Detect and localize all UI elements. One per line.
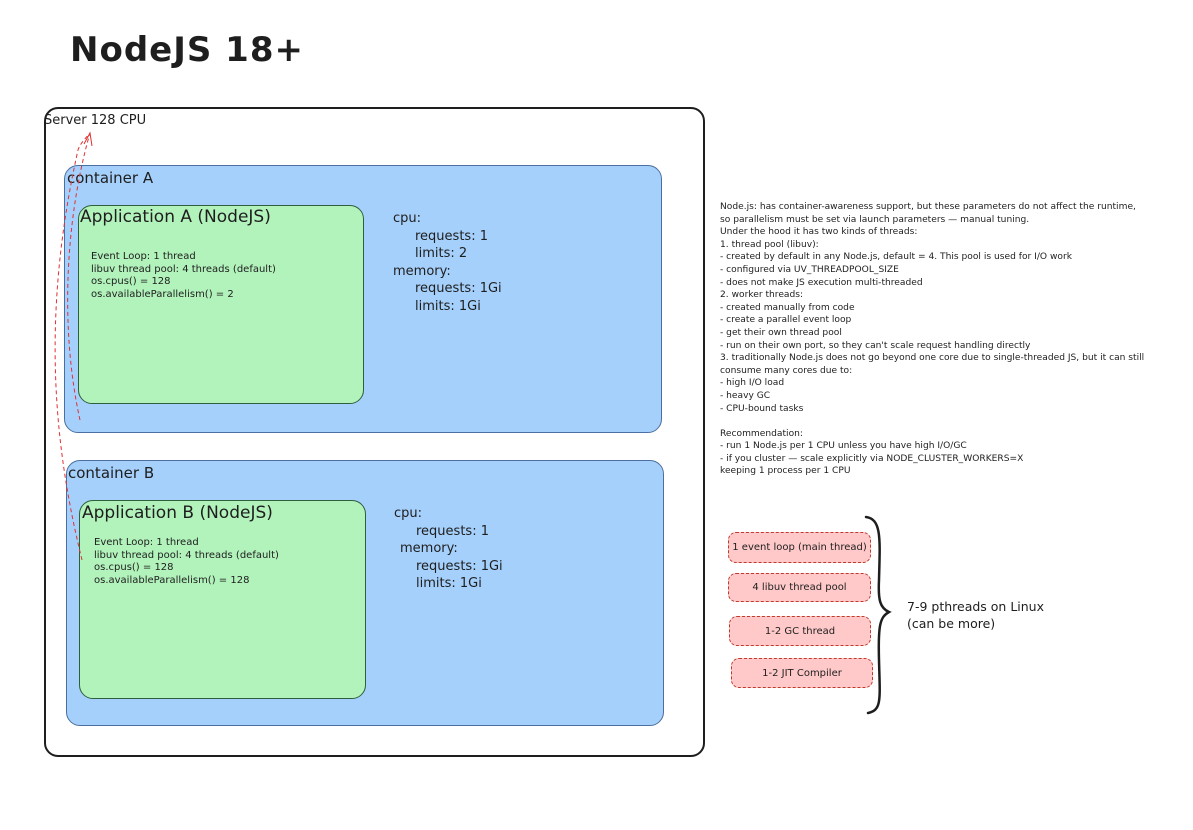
server-label: Server 128 CPU [44, 113, 147, 128]
pthreads-label: 7-9 pthreads on Linux (can be more) [907, 598, 1044, 632]
container-b-resources: cpu: requests: 1 memory: requests: 1Gi l… [394, 505, 503, 593]
page-title: NodeJS 18+ [70, 30, 304, 70]
thread-jit-compiler: 1-2 JIT Compiler [731, 658, 873, 688]
notes-line: - CPU-bound tasks [720, 403, 804, 414]
memory-label: memory: [400, 541, 458, 556]
container-a-resources: cpu: requests: 1 limits: 2 memory: reque… [393, 210, 502, 315]
notes-line: - run 1 Node.js per 1 CPU unless you hav… [720, 441, 967, 452]
container-a-label: container A [67, 169, 154, 187]
memory-limits: limits: 1Gi [416, 576, 482, 591]
thread-gc: 1-2 GC thread [729, 616, 871, 646]
application-b-details: Event Loop: 1 thread libuv thread pool: … [94, 537, 279, 587]
memory-requests: requests: 1Gi [415, 281, 502, 296]
notes-line: - if you cluster — scale explicitly via … [720, 453, 1024, 464]
notes-line: 3. traditionally Node.js does not go bey… [720, 353, 1145, 364]
memory-label: memory: [393, 263, 451, 279]
notes-line: - created by default in any Node.js, def… [720, 252, 1072, 263]
container-b-label: container B [68, 464, 155, 482]
notes-line: - configured via UV_THREADPOOL_SIZE [720, 264, 899, 275]
notes-text: Node.js: has container-awareness support… [720, 201, 1186, 478]
notes-line: so parallelism must be set via launch pa… [720, 214, 1030, 225]
app-a-libuv-pool: libuv thread pool: 4 threads (default) [91, 263, 276, 275]
notes-line: - heavy GC [720, 390, 771, 401]
cpu-label: cpu: [394, 506, 423, 521]
notes-line: Under the hood it has two kinds of threa… [720, 227, 918, 238]
notes-line: - run on their own port, so they can't s… [720, 340, 1031, 351]
pthreads-label-line2: (can be more) [907, 616, 996, 631]
app-b-event-loop: Event Loop: 1 thread [94, 537, 199, 548]
application-a-title: Application A (NodeJS) [80, 207, 271, 227]
notes-line: 1. thread pool (libuv): [720, 239, 819, 250]
app-b-available-parallelism: os.availableParallelism() = 128 [94, 574, 250, 586]
memory-limits: limits: 1Gi [415, 298, 481, 314]
cpu-requests: requests: 1 [416, 523, 489, 539]
notes-line: - does not make JS execution multi-threa… [720, 277, 923, 288]
cpu-limits: limits: 2 [415, 246, 468, 261]
notes-line: Recommendation: [720, 428, 803, 439]
app-b-os-cpus: os.cpus() = 128 [94, 562, 174, 573]
notes-line: consume many cores due to: [720, 365, 853, 376]
server-box [44, 107, 705, 757]
notes-line: Node.js: has container-awareness support… [720, 202, 1136, 212]
notes-line: - high I/O load [720, 378, 785, 389]
notes-line: - get their own thread pool [720, 327, 842, 338]
notes-line: keeping 1 process per 1 CPU [720, 466, 851, 477]
application-a-box [78, 205, 364, 404]
app-a-available-parallelism: os.availableParallelism() = 2 [91, 288, 234, 300]
application-b-title: Application B (NodeJS) [82, 503, 273, 523]
thread-event-loop: 1 event loop (main thread) [728, 532, 871, 563]
thread-libuv-pool: 4 libuv thread pool [728, 573, 871, 602]
application-b-box [79, 500, 366, 699]
notes-line: 2. worker threads: [720, 290, 804, 301]
notes-line: - created manually from code [720, 302, 855, 313]
cpu-label: cpu: [393, 211, 422, 226]
application-a-details: Event Loop: 1 thread libuv thread pool: … [91, 251, 276, 301]
notes-line [720, 415, 1186, 428]
app-b-libuv-pool: libuv thread pool: 4 threads (default) [94, 549, 279, 561]
app-a-event-loop: Event Loop: 1 thread [91, 251, 196, 262]
pthreads-label-line1: 7-9 pthreads on Linux [907, 599, 1045, 614]
memory-requests: requests: 1Gi [416, 558, 503, 574]
app-a-os-cpus: os.cpus() = 128 [91, 276, 171, 287]
cpu-requests: requests: 1 [415, 228, 488, 244]
notes-line: - create a parallel event loop [720, 315, 852, 326]
